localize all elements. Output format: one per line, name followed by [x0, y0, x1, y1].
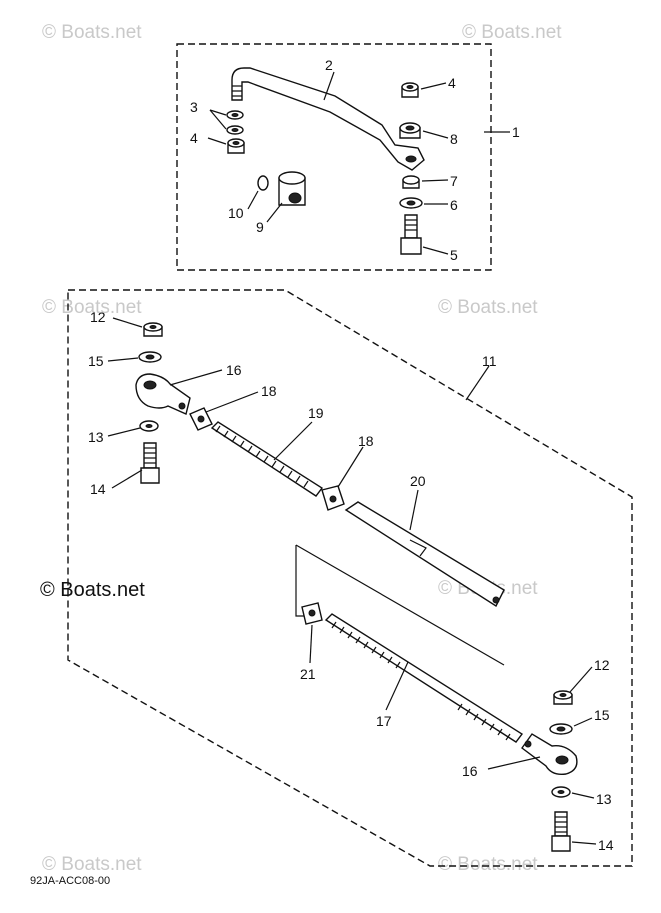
watermark: © Boats.net	[42, 854, 142, 875]
callout-14: 14	[598, 837, 614, 853]
nut-part-12-right	[553, 690, 573, 705]
nut-part-18-right	[321, 485, 345, 511]
nut-part-8	[399, 122, 421, 139]
washer-part-6	[399, 197, 423, 209]
bolt-part-5	[400, 214, 422, 255]
callout-13: 13	[88, 429, 104, 445]
rod-part-17	[324, 613, 524, 743]
callout-18: 18	[261, 383, 277, 399]
collar-part-9	[278, 171, 306, 206]
tube-part-20	[344, 501, 505, 608]
callout-4: 4	[190, 130, 198, 146]
callout-12: 12	[594, 657, 610, 673]
washer-part-15	[138, 351, 162, 363]
watermark: © Boats.net	[438, 297, 538, 318]
callout-5: 5	[450, 247, 458, 263]
callout-19: 19	[308, 405, 324, 421]
drawing-code: 92JA-ACC08-00	[30, 875, 110, 887]
watermark: © Boats.net	[42, 297, 142, 318]
rod-end-part-16	[135, 373, 191, 415]
callout-15: 15	[88, 353, 104, 369]
leader-lines	[107, 71, 597, 845]
callout-12: 12	[90, 309, 106, 325]
callout-13: 13	[596, 791, 612, 807]
callout-9: 9	[256, 219, 264, 235]
nut-part-12	[143, 322, 163, 337]
washer-part-15-right	[549, 723, 573, 735]
washer-part-3	[226, 110, 244, 135]
watermark: © Boats.net	[462, 22, 562, 43]
callout-4: 4	[448, 75, 456, 91]
assembly-1-box	[176, 43, 492, 271]
callout-16: 16	[226, 362, 242, 378]
watermark: © Boats.net	[438, 854, 538, 875]
nut-part-4	[227, 138, 245, 154]
sub-bracket-line	[295, 544, 505, 666]
watermark: © Boats.net	[42, 22, 142, 43]
nut-part-18	[189, 407, 213, 431]
washer-part-13	[139, 420, 159, 432]
callout-7: 7	[450, 173, 458, 189]
bolt-part-14	[140, 442, 160, 484]
nut-part-21	[301, 602, 323, 625]
callout-11: 11	[482, 353, 497, 369]
link-rod-part-2	[231, 67, 425, 171]
callout-14: 14	[90, 481, 106, 497]
bolt-part-14-right	[551, 811, 571, 852]
callout-20: 20	[410, 473, 426, 489]
washer-part-13-right	[551, 786, 571, 798]
callout-15: 15	[594, 707, 610, 723]
callout-18: 18	[358, 433, 374, 449]
callout-1: 1	[512, 124, 520, 140]
nut-part-4-right	[401, 82, 419, 98]
callout-16: 16	[462, 763, 478, 779]
watermark-dark: © Boats.net	[40, 579, 145, 601]
spacer-part-7	[402, 175, 420, 189]
callout-21: 21	[300, 666, 316, 682]
rod-end-part-16-right	[521, 733, 578, 776]
callout-8: 8	[450, 131, 458, 147]
callout-2: 2	[325, 57, 333, 73]
oring-part-10	[257, 175, 269, 191]
threaded-rod-part-19	[210, 421, 324, 497]
callout-17: 17	[376, 713, 392, 729]
assembly-11-region	[67, 289, 633, 867]
callout-10: 10	[228, 205, 244, 221]
callout-6: 6	[450, 197, 458, 213]
callout-3: 3	[190, 99, 198, 115]
